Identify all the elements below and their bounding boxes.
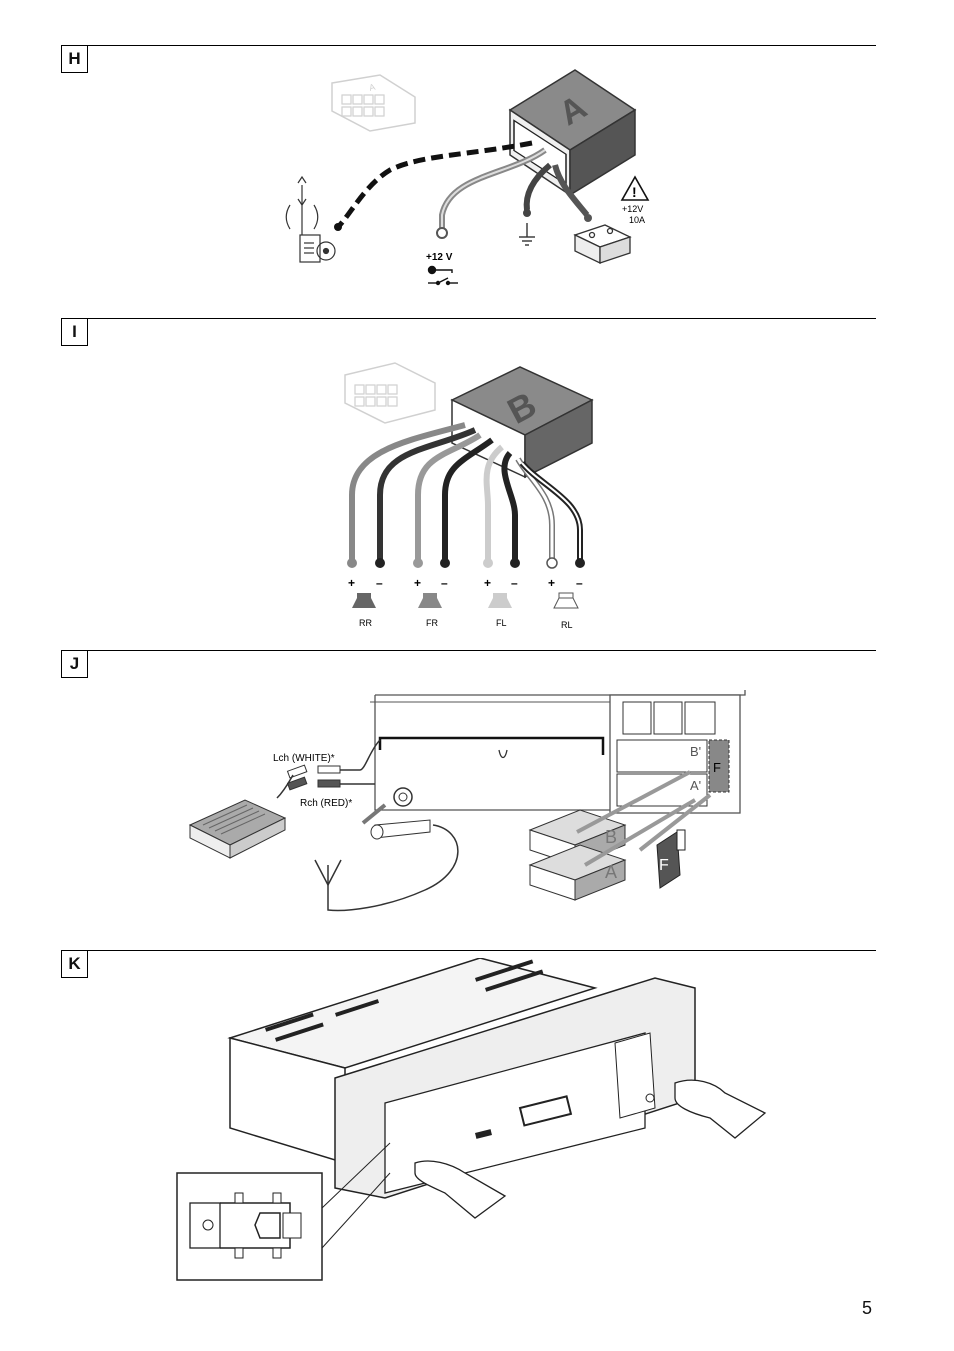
connector-a-block: A xyxy=(508,69,637,197)
small-connector-a-icon: A xyxy=(331,74,416,132)
section-k-rule xyxy=(61,950,876,951)
fuse-slot-label: F xyxy=(713,760,721,775)
speaker-rr-label: RR xyxy=(359,618,372,628)
warning-icon: ! xyxy=(620,175,650,201)
radio-chassis xyxy=(227,958,598,1165)
section-h-rule xyxy=(61,45,876,46)
section-i-label: I xyxy=(61,318,88,346)
speaker-fr-label: FR xyxy=(426,618,438,628)
section-j: J xyxy=(61,650,876,930)
figure-i-connector-b: B + – + – + – + – RR FR FL RL xyxy=(344,362,594,630)
small-connector-b-icon xyxy=(344,362,436,424)
ignition-key-icon xyxy=(427,265,458,286)
release-key-inset xyxy=(176,1142,391,1281)
rch-label: Rch (RED)* xyxy=(300,798,352,809)
external-device-icon xyxy=(188,799,287,859)
hand-right-icon xyxy=(674,1079,767,1139)
speaker-rl-icon xyxy=(553,592,579,609)
connector-socket-panel: B' A' F xyxy=(609,694,741,814)
hand-left-icon xyxy=(414,1160,507,1219)
speaker-fl-icon xyxy=(488,593,512,608)
unit-housing xyxy=(374,690,746,811)
ground-wire xyxy=(523,162,552,211)
svg-text:!: ! xyxy=(632,184,637,200)
fuse-rating-label: 10A xyxy=(629,215,645,225)
svg-text:A: A xyxy=(368,82,376,93)
section-k-label: K xyxy=(61,950,88,978)
wire-terminals xyxy=(347,557,585,569)
antenna-arrow xyxy=(361,803,387,825)
plug-b-letter: B xyxy=(605,827,617,847)
speaker-wires xyxy=(349,422,583,560)
page-number: 5 xyxy=(862,1298,873,1318)
slot-a-label: A' xyxy=(690,778,701,793)
section-h: H xyxy=(61,45,876,295)
battery-wire xyxy=(552,164,590,217)
rr-plus: + xyxy=(348,576,355,590)
fl-plus: + xyxy=(484,576,491,590)
section-h-label: H xyxy=(61,45,88,73)
figure-k-removal xyxy=(176,958,767,1281)
ignition-voltage-label: +12 V xyxy=(426,252,453,263)
insertion-arrows xyxy=(576,770,712,867)
rl-minus: – xyxy=(576,576,583,590)
speaker-fl-label: FL xyxy=(496,618,507,628)
ground-icon xyxy=(519,223,535,246)
section-i: I xyxy=(61,318,876,638)
fl-minus: – xyxy=(511,576,518,590)
fr-plus: + xyxy=(414,576,421,590)
antenna-icon xyxy=(285,175,336,263)
rl-plus: + xyxy=(548,576,555,590)
slot-b-label: B' xyxy=(690,744,701,759)
battery-voltage-label: +12V xyxy=(622,204,643,214)
fuse-letter: F xyxy=(659,857,669,874)
figure-h-connector-a: A A +12 V xyxy=(285,69,650,286)
antenna-jack-icon xyxy=(314,787,459,912)
speaker-fr-icon xyxy=(418,593,442,608)
speaker-rl-label: RL xyxy=(561,620,573,630)
battery-icon xyxy=(573,224,632,265)
rca-plugs xyxy=(276,739,381,799)
antenna-dashed-wire xyxy=(336,140,533,229)
section-j-rule xyxy=(61,650,876,651)
plug-a-letter: A xyxy=(605,862,617,882)
fr-minus: – xyxy=(441,576,448,590)
rr-minus: – xyxy=(376,576,383,590)
speaker-rr-icon xyxy=(352,593,376,608)
figure-j-wiring: B' A' F Lch (WHITE)* Rch (RED)* B xyxy=(188,690,746,912)
section-k: K xyxy=(61,950,876,1290)
section-j-label: J xyxy=(61,650,88,678)
section-i-rule xyxy=(61,318,876,319)
front-bezel xyxy=(334,977,696,1199)
lch-label: Lch (WHITE)* xyxy=(273,753,335,764)
fuse-icon: F xyxy=(656,829,686,889)
